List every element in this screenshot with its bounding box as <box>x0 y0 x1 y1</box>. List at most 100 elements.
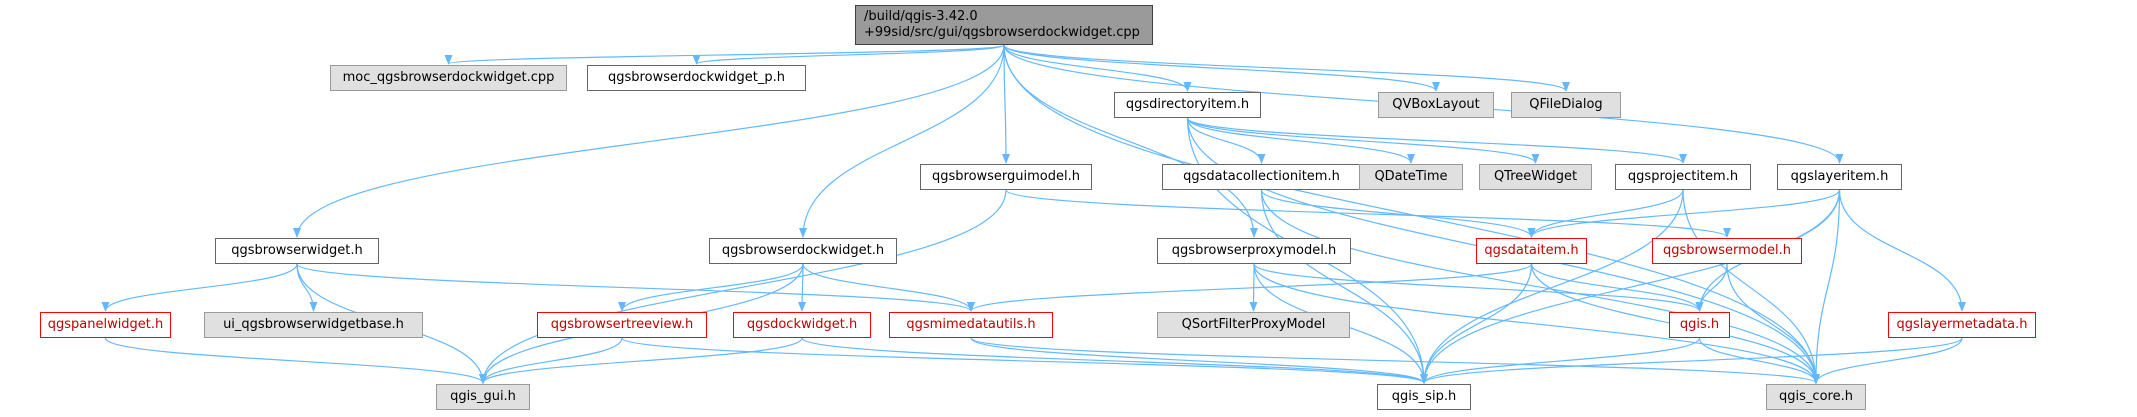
edge-layeritem-to-layermeta <box>1838 189 1966 312</box>
edge-dockw-to-sip <box>801 337 1428 384</box>
edge-dockw-to-gui <box>479 337 803 384</box>
edge-layeritem-to-dataitem <box>1527 189 1841 238</box>
node-bdock[interactable]: qgsbrowserdockwidget.h <box>709 238 897 264</box>
node-dockp-label: qgsbrowserdockwidget_p.h <box>608 70 785 85</box>
node-qtree-label: QTreeWidget <box>1493 169 1578 184</box>
node-qdatetime-label: QDateTime <box>1374 169 1448 184</box>
edge-root-to-diritem <box>1003 44 1192 92</box>
node-qvbox-label: QVBoxLayout <box>1392 97 1480 112</box>
node-panel[interactable]: qgspanelwidget.h <box>40 312 171 338</box>
node-collitem-label: qgsdatacollectionitem.h <box>1183 169 1340 184</box>
edge-collitem-to-dataitem <box>1260 189 1536 238</box>
edge-diritem-to-qdatetime <box>1186 117 1415 164</box>
node-projitem[interactable]: qgsprojectitem.h <box>1615 164 1751 190</box>
node-collitem[interactable]: qgsdatacollectionitem.h <box>1162 164 1361 190</box>
edge-layermeta-to-sip <box>1420 337 1963 384</box>
edge-proxy-to-qgish <box>1253 263 1704 312</box>
edge-mime-to-sip <box>970 337 1428 384</box>
edge-layeritem-to-sip <box>1420 189 1841 384</box>
node-diritem[interactable]: qgsdirectoryitem.h <box>1114 92 1261 118</box>
edge-treeview-to-gui <box>479 337 623 384</box>
node-qsort-label: QSortFilterProxyModel <box>1181 317 1326 332</box>
node-bmodel-label: qgsbrowsermodel.h <box>1663 243 1791 258</box>
node-uibase[interactable]: ui_qgsbrowserwidgetbase.h <box>204 312 423 338</box>
node-root-line2: +99sid/src/gui/qgsbrowserdockwidget.cpp <box>864 25 1140 40</box>
node-qfile-label: QFileDialog <box>1529 97 1603 112</box>
edge-bwidget-to-panel <box>101 263 298 312</box>
node-sip[interactable]: qgis_sip.h <box>1377 384 1471 410</box>
node-qtree[interactable]: QTreeWidget <box>1479 164 1592 190</box>
node-dataitem-label: qgsdataitem.h <box>1484 243 1579 258</box>
edge-root-to-guimodel <box>1001 44 1010 164</box>
edge-diritem-to-collitem <box>1186 117 1266 164</box>
edge-mime-to-core <box>970 337 1820 384</box>
node-gui[interactable]: qgis_gui.h <box>436 384 530 410</box>
edge-root-to-core <box>1003 44 1820 384</box>
edge-dataitem-to-sip <box>1420 263 1533 384</box>
edge-root-to-bwidget <box>293 44 1005 238</box>
edge-projitem-to-dataitem <box>1527 189 1684 238</box>
edge-layeritem-to-core <box>1812 189 1841 384</box>
edge-dataitem-to-qgish <box>1530 263 1704 312</box>
node-bwidget[interactable]: qgsbrowserwidget.h <box>215 238 379 264</box>
edge-guimodel-to-bmodel <box>1005 189 1731 238</box>
edge-root-to-qvbox <box>1003 44 1440 92</box>
edge-root-to-bdock <box>799 44 1005 238</box>
node-layermeta-label: qgslayermetadata.h <box>1896 317 2028 332</box>
node-dockp[interactable]: qgsbrowserdockwidget_p.h <box>587 65 806 91</box>
node-layeritem[interactable]: qgslayeritem.h <box>1777 164 1902 190</box>
edge-qgish-to-core <box>1698 337 1820 384</box>
node-treeview-label: qgsbrowsertreeview.h <box>550 317 694 332</box>
edge-layermeta-to-core <box>1812 337 1963 384</box>
node-guimodel-label: qgsbrowserguimodel.h <box>931 169 1080 184</box>
node-sip-label: qgis_sip.h <box>1391 389 1457 404</box>
node-dockw[interactable]: qgsdockwidget.h <box>733 312 871 338</box>
edge-root-to-dockp <box>692 44 1005 65</box>
edge-bdock-to-mime <box>802 263 975 312</box>
node-proxy-label: qgsbrowserproxymodel.h <box>1171 243 1337 258</box>
edge-qgish-to-sip <box>1420 337 1701 384</box>
node-moc-label: moc_qgsbrowserdockwidget.cpp <box>342 70 555 85</box>
edge-guimodel-to-gui <box>479 189 1007 384</box>
node-qvbox[interactable]: QVBoxLayout <box>1378 92 1494 118</box>
node-gui-label: qgis_gui.h <box>450 389 516 404</box>
node-mime[interactable]: qgsmimedatautils.h <box>889 312 1053 338</box>
node-projitem-label: qgsprojectitem.h <box>1627 169 1739 184</box>
edge-dataitem-to-mime <box>967 263 1533 312</box>
edge-projitem-to-core <box>1682 189 1820 384</box>
node-core[interactable]: qgis_core.h <box>1766 384 1866 410</box>
node-qdatetime[interactable]: QDateTime <box>1359 164 1463 190</box>
node-qfile[interactable]: QFileDialog <box>1511 92 1621 118</box>
edge-bmodel-to-qgish <box>1695 263 1728 312</box>
node-dataitem[interactable]: qgsdataitem.h <box>1476 238 1587 264</box>
edge-bdock-to-treeview <box>618 263 804 312</box>
edge-bmodel-to-core <box>1726 263 1820 384</box>
node-treeview[interactable]: qgsbrowsertreeview.h <box>537 312 707 338</box>
node-qgish[interactable]: qgis.h <box>1669 312 1730 338</box>
edge-bwidget-to-mime <box>296 263 975 312</box>
edge-treeview-to-sip <box>621 337 1428 384</box>
node-root[interactable]: /build/qgis-3.42.0 +99sid/src/gui/qgsbro… <box>855 5 1153 45</box>
node-guimodel[interactable]: qgsbrowserguimodel.h <box>920 164 1092 190</box>
node-proxy[interactable]: qgsbrowserproxymodel.h <box>1157 238 1351 264</box>
edge-root-to-qfile <box>1003 44 1570 92</box>
node-core-label: qgis_core.h <box>1779 389 1853 404</box>
node-bwidget-label: qgsbrowserwidget.h <box>231 243 363 258</box>
node-qgish-label: qgis.h <box>1679 317 1720 332</box>
node-mime-label: qgsmimedatautils.h <box>906 317 1036 332</box>
node-bmodel[interactable]: qgsbrowsermodel.h <box>1652 238 1802 264</box>
node-root-line1: /build/qgis-3.42.0 <box>864 9 978 24</box>
node-moc[interactable]: moc_qgsbrowserdockwidget.cpp <box>330 65 567 91</box>
edge-collitem-to-sip <box>1260 189 1428 384</box>
node-layermeta[interactable]: qgslayermetadata.h <box>1888 312 2036 338</box>
edge-collitem-to-core <box>1260 189 1820 384</box>
node-uibase-label: ui_qgsbrowserwidgetbase.h <box>223 317 404 332</box>
node-qsort[interactable]: QSortFilterProxyModel <box>1157 312 1350 338</box>
node-diritem-label: qgsdirectoryitem.h <box>1125 97 1250 112</box>
node-layeritem-label: qgslayeritem.h <box>1790 169 1889 184</box>
edge-diritem-to-qtree <box>1186 117 1540 164</box>
edge-panel-to-gui <box>104 337 487 384</box>
edge-bwidget-to-uibase <box>296 263 318 312</box>
